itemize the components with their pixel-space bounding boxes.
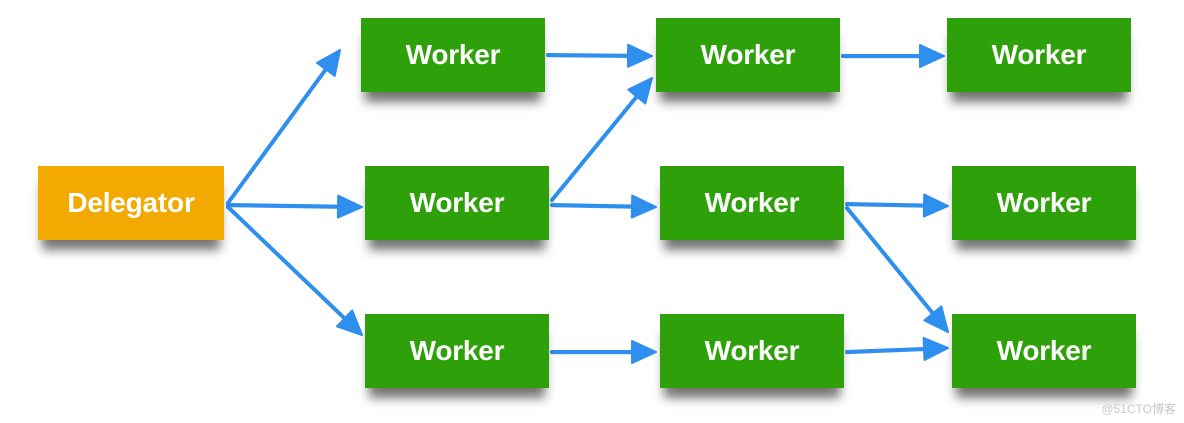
node-label: Worker <box>996 335 1092 366</box>
arrow-delegator-to-w-c1-r2 <box>226 194 363 219</box>
watermark: @51CTO博客 <box>1101 402 1176 416</box>
node-label: Worker <box>704 335 800 366</box>
node-label: Worker <box>405 39 501 70</box>
worker-node-c2-r3: Worker <box>660 314 844 388</box>
worker-node-c1-r2: Worker <box>365 166 549 240</box>
node-label: Worker <box>409 187 505 218</box>
arrow-delegator-to-w-c1-r3 <box>226 205 363 336</box>
node-label: Worker <box>991 39 1087 70</box>
worker-node-c3-r1: Worker <box>947 18 1131 92</box>
arrow-delegator-to-w-c1-r1 <box>226 49 341 206</box>
arrow-w-c2-r2-to-w-c3-r2 <box>845 193 949 218</box>
delegator-node: Delegator <box>38 166 224 240</box>
node-label: Worker <box>409 335 505 366</box>
worker-node-c3-r2: Worker <box>952 166 1136 240</box>
arrow-w-c1-r2-to-w-c2-r2 <box>550 194 657 219</box>
worker-node-c1-r1: Worker <box>361 18 545 92</box>
worker-node-c3-r3: Worker <box>952 314 1136 388</box>
worker-node-c1-r3: Worker <box>365 314 549 388</box>
node-label: Worker <box>700 39 796 70</box>
worker-node-c2-r1: Worker <box>656 18 840 92</box>
arrow-w-c1-r3-to-w-c2-r3 <box>550 340 657 364</box>
worker-node-c2-r2: Worker <box>660 166 844 240</box>
node-label: Worker <box>996 187 1092 218</box>
node-label: Worker <box>704 187 800 218</box>
arrow-w-c2-r2-to-w-c3-r3 <box>845 206 949 333</box>
arrow-w-c2-r1-to-w-c3-r1 <box>841 44 945 68</box>
arrow-w-c1-r2-to-w-c2-r1 <box>550 77 653 203</box>
arrow-w-c1-r1-to-w-c2-r1 <box>546 43 653 68</box>
arrow-w-c2-r3-to-w-c3-r3 <box>845 336 949 361</box>
node-label: Delegator <box>67 187 195 218</box>
